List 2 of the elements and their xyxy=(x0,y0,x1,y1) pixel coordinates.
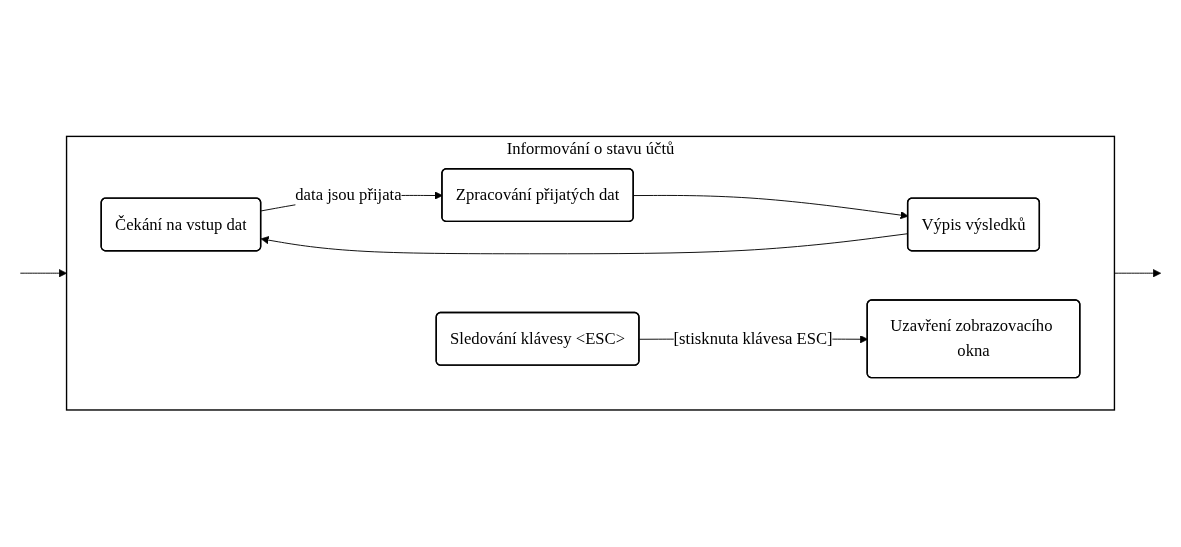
edge-label: [stisknuta klávesa ESC] xyxy=(673,329,833,348)
edge-label: data jsou přijata xyxy=(295,185,402,205)
